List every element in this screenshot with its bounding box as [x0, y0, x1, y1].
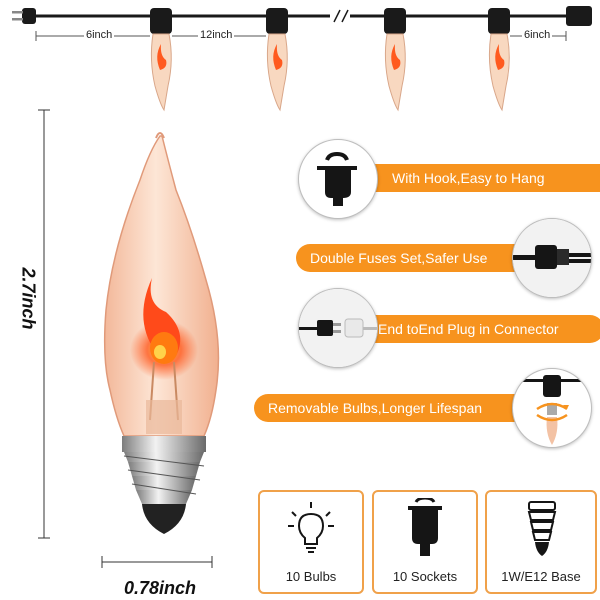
- large-bulb-illustration: [38, 109, 220, 568]
- string-light-strip: [12, 6, 592, 112]
- end-connector-icon: [299, 289, 377, 367]
- socket-icon: [408, 498, 442, 556]
- string-bulb-3: [384, 8, 406, 112]
- feature-label-removable: Removable Bulbs,Longer Lifespan: [268, 400, 483, 416]
- bulb-height-label: 2.7inch: [18, 267, 39, 330]
- female-plug-icon: [566, 6, 592, 26]
- bulb-width-label: 0.78inch: [124, 578, 197, 598]
- male-plug-icon: [12, 8, 36, 24]
- feature-pill-connector: End toEnd Plug in Connector: [360, 315, 600, 343]
- spec-label-bulbs: 10 Bulbs: [285, 569, 337, 584]
- feature-pill-removable: Removable Bulbs,Longer Lifespan: [254, 394, 542, 422]
- spec-label-sockets: 10 Sockets: [392, 569, 458, 584]
- removable-bulb-icon: [513, 375, 591, 445]
- bulb-outline-icon: [288, 502, 334, 553]
- string-bulb-1: [150, 8, 172, 112]
- feature-circle-hook: [298, 139, 378, 219]
- string-bulb-2: [266, 8, 288, 112]
- spec-box-sockets: 10 Sockets: [372, 490, 478, 594]
- socket-hook-icon: [317, 151, 357, 206]
- feature-circle-fuse: [512, 218, 592, 298]
- feature-circle-removable: [512, 368, 592, 448]
- plug-fuse-icon: [513, 219, 591, 297]
- feature-pill-hook: With Hook,Easy to Hang: [360, 164, 600, 192]
- bulb-spacing-label: 12inch: [198, 29, 235, 41]
- feature-label-fuse: Double Fuses Set,Safer Use: [310, 250, 488, 266]
- feature-circle-connector: [298, 288, 378, 368]
- spec-box-base: 1W/E12 Base: [485, 490, 597, 594]
- feature-label-connector: End toEnd Plug in Connector: [378, 321, 559, 337]
- right-end-length-label: 6inch: [522, 29, 553, 41]
- spec-label-base: 1W/E12 Base: [501, 569, 581, 584]
- left-end-length-label: 6inch: [84, 29, 115, 41]
- string-bulb-4: [488, 8, 510, 112]
- feature-label-hook: With Hook,Easy to Hang: [392, 170, 545, 186]
- e12-base-icon: [527, 501, 557, 556]
- spec-box-bulbs: 10 Bulbs: [258, 490, 364, 594]
